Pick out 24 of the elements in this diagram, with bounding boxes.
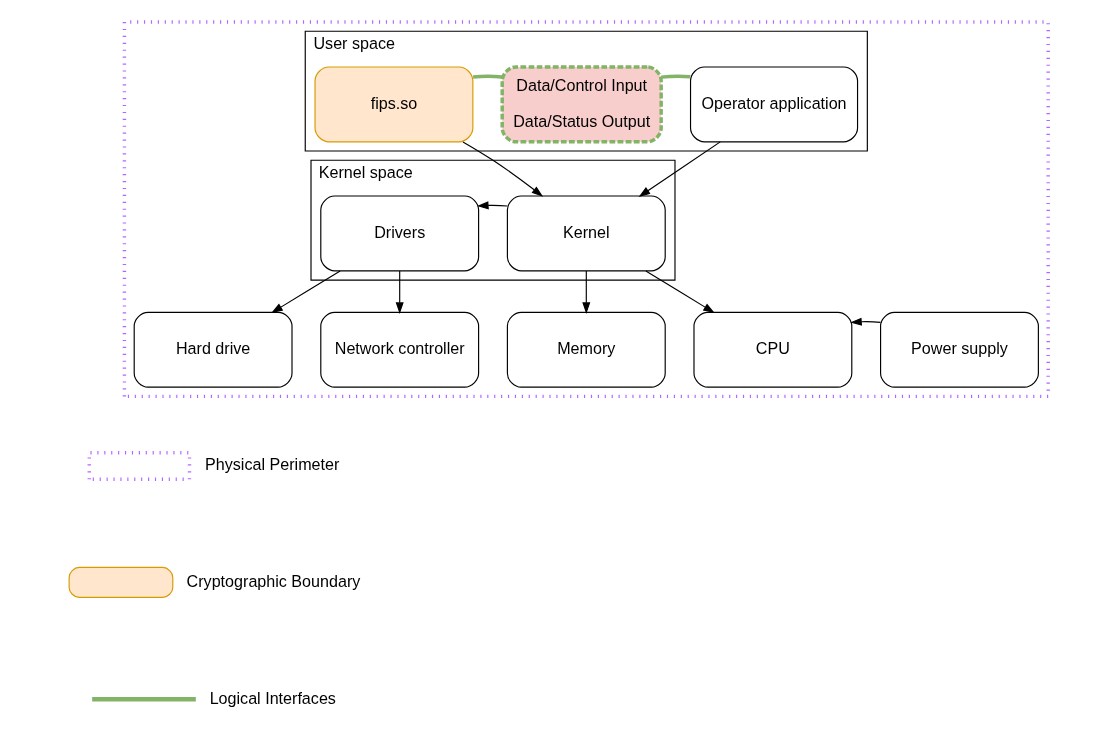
node-box: Drivers bbox=[320, 195, 480, 272]
arrow bbox=[395, 270, 404, 314]
arrow bbox=[462, 141, 544, 197]
arrow bbox=[271, 270, 341, 314]
arrow bbox=[582, 270, 591, 314]
node-box: Network controller bbox=[320, 311, 480, 388]
legend-label: Cryptographic Boundary bbox=[186, 571, 361, 590]
node-box: CPU bbox=[693, 311, 853, 388]
node-box: fips.so bbox=[314, 66, 474, 143]
connector bbox=[473, 74, 503, 79]
arrow bbox=[850, 317, 882, 326]
arrow bbox=[645, 270, 715, 314]
legend-label: Physical Perimeter bbox=[205, 455, 340, 474]
node-box: Kernel bbox=[506, 195, 666, 272]
cluster bbox=[122, 20, 1050, 399]
node-box: Hard drive bbox=[133, 311, 293, 388]
arrow bbox=[638, 141, 721, 197]
connector bbox=[661, 74, 691, 79]
node-box: Memory bbox=[506, 311, 666, 388]
legend-label: Logical Interfaces bbox=[209, 688, 336, 707]
node-box: Operator application bbox=[689, 66, 859, 143]
arrow bbox=[477, 201, 508, 210]
node-box: Data/Control Input Data/Status Output bbox=[500, 65, 663, 144]
node-box: Power supply bbox=[880, 311, 1039, 388]
